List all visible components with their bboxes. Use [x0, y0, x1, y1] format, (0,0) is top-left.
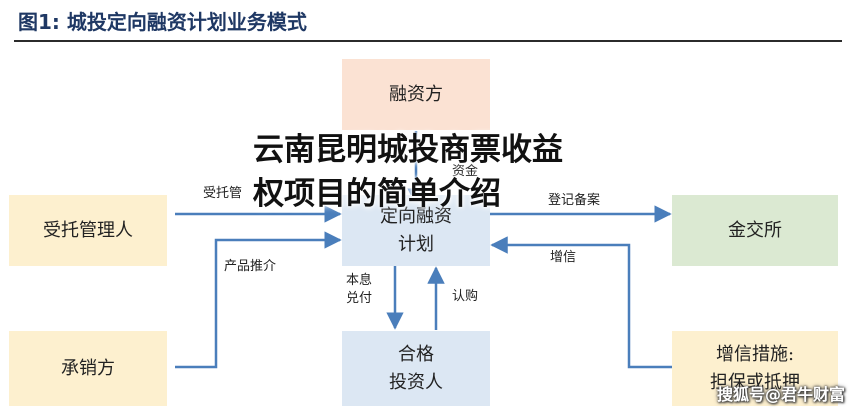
overlay-line1: 云南昆明城投商票收益: [253, 132, 563, 168]
watermark: 搜狐号@君牛财富: [716, 385, 845, 404]
node-investor-line1: 合格: [398, 343, 434, 365]
arrow-underwriter-to-plan: [175, 231, 342, 369]
edge-label-principal: 本息 兑付: [346, 272, 372, 307]
node-exchange-label: 金交所: [728, 219, 782, 241]
title-divider: [14, 40, 842, 42]
arrow-credit-to-plan: [490, 236, 672, 369]
edge-label-registration: 登记备案: [548, 193, 601, 208]
node-financing-plan: 定向融资 计划: [342, 195, 490, 266]
node-trust-manager: 受托管理人: [9, 195, 167, 266]
edge-label-principal-line2: 兑付: [346, 290, 373, 306]
overlay-headline: 云南昆明城投商票收益 权项目的简单介绍: [253, 128, 563, 216]
node-exchange: 金交所: [672, 195, 838, 266]
node-plan-line2: 计划: [398, 233, 434, 255]
node-credit-enhancement: 增信措施: 担保或抵押: [672, 331, 838, 406]
node-underwriter: 承销方: [9, 331, 167, 406]
edge-label-promotion: 产品推介: [224, 259, 277, 274]
edge-label-principal-line1: 本息: [346, 273, 373, 288]
node-underwriter-label: 承销方: [61, 357, 115, 379]
edge-label-subscribe: 认购: [452, 289, 479, 304]
overlay-line2: 权项目的简单介绍: [253, 176, 501, 212]
node-trust-manager-label: 受托管理人: [43, 219, 133, 241]
edge-label-entrusted: 受托管: [203, 186, 243, 201]
node-plan-line1: 定向融资: [380, 205, 452, 227]
node-credit-line2: 担保或抵押: [710, 371, 800, 393]
node-investor-line2: 投资人: [389, 371, 443, 393]
edge-label-credit: 增信: [550, 250, 577, 265]
edge-label-funds: 资金: [452, 164, 479, 179]
node-qualified-investor: 合格 投资人: [342, 331, 490, 406]
node-financier: 融资方: [342, 59, 490, 130]
node-financier-label: 融资方: [389, 83, 443, 105]
node-credit-line1: 增信措施:: [715, 343, 795, 365]
figure-title: 图1: 城投定向融资计划业务模式: [18, 10, 307, 34]
